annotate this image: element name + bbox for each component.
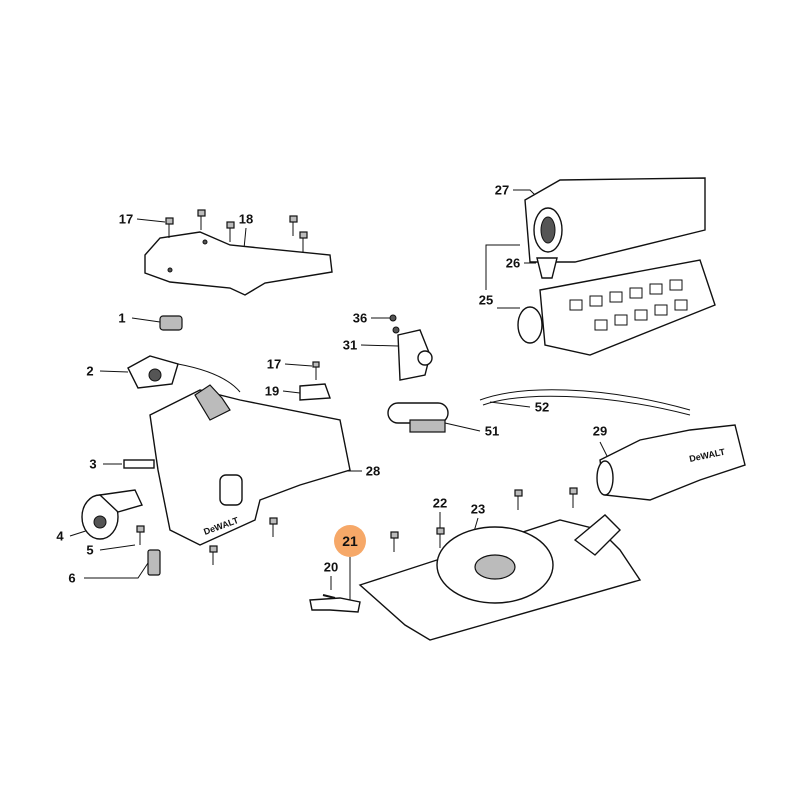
callout-31[interactable]: 31 — [342, 337, 358, 353]
callout-17[interactable]: 17 — [118, 211, 134, 227]
part-52-cord — [479, 389, 691, 416]
screws-22 — [209, 487, 578, 565]
callout-36[interactable]: 36 — [352, 310, 368, 326]
callout-51[interactable]: 51 — [484, 423, 500, 439]
part-6-clip — [147, 549, 161, 576]
callout-20[interactable]: 20 — [323, 559, 339, 575]
callout-26[interactable]: 26 — [505, 255, 521, 271]
callout-5[interactable]: 5 — [86, 542, 94, 558]
part-3-label — [123, 459, 155, 469]
callout-4[interactable]: 4 — [56, 528, 64, 544]
callout-6[interactable]: 6 — [68, 570, 76, 586]
callout-52[interactable]: 52 — [534, 399, 550, 415]
part-28-housing: DeWALT — [149, 384, 351, 546]
callout-25[interactable]: 25 — [478, 292, 494, 308]
callout-21-highlighted[interactable]: 21 — [334, 525, 366, 557]
callout-23[interactable]: 23 — [470, 501, 486, 517]
callout-17b[interactable]: 17 — [266, 356, 282, 372]
callout-28[interactable]: 28 — [365, 463, 381, 479]
part-17-19 — [299, 361, 331, 401]
part-18-top-cover — [144, 231, 333, 296]
part-26-clip — [536, 257, 558, 279]
part-25-canister — [517, 259, 716, 356]
callout-1[interactable]: 1 — [118, 310, 126, 326]
callout-19[interactable]: 19 — [264, 383, 280, 399]
part-31-switch-block — [389, 314, 433, 381]
part-20-pin — [322, 594, 336, 599]
callout-29[interactable]: 29 — [592, 423, 608, 439]
part-4-weight — [81, 489, 143, 540]
callout-2[interactable]: 2 — [86, 363, 94, 379]
callout-22[interactable]: 22 — [432, 495, 448, 511]
part-27-dust-bag — [524, 177, 706, 263]
callout-3[interactable]: 3 — [89, 456, 97, 472]
part-2-switch — [127, 355, 241, 393]
screws-17 — [165, 209, 308, 252]
part-5-screw — [136, 525, 145, 545]
part-51-capacitor — [387, 402, 449, 433]
part-23-base-plate — [358, 514, 642, 641]
part-1-button — [159, 315, 183, 331]
part-29-adapter: DeWALT — [596, 424, 746, 501]
callout-27[interactable]: 27 — [494, 182, 510, 198]
callout-18[interactable]: 18 — [238, 211, 254, 227]
part-21-lever — [309, 597, 361, 613]
